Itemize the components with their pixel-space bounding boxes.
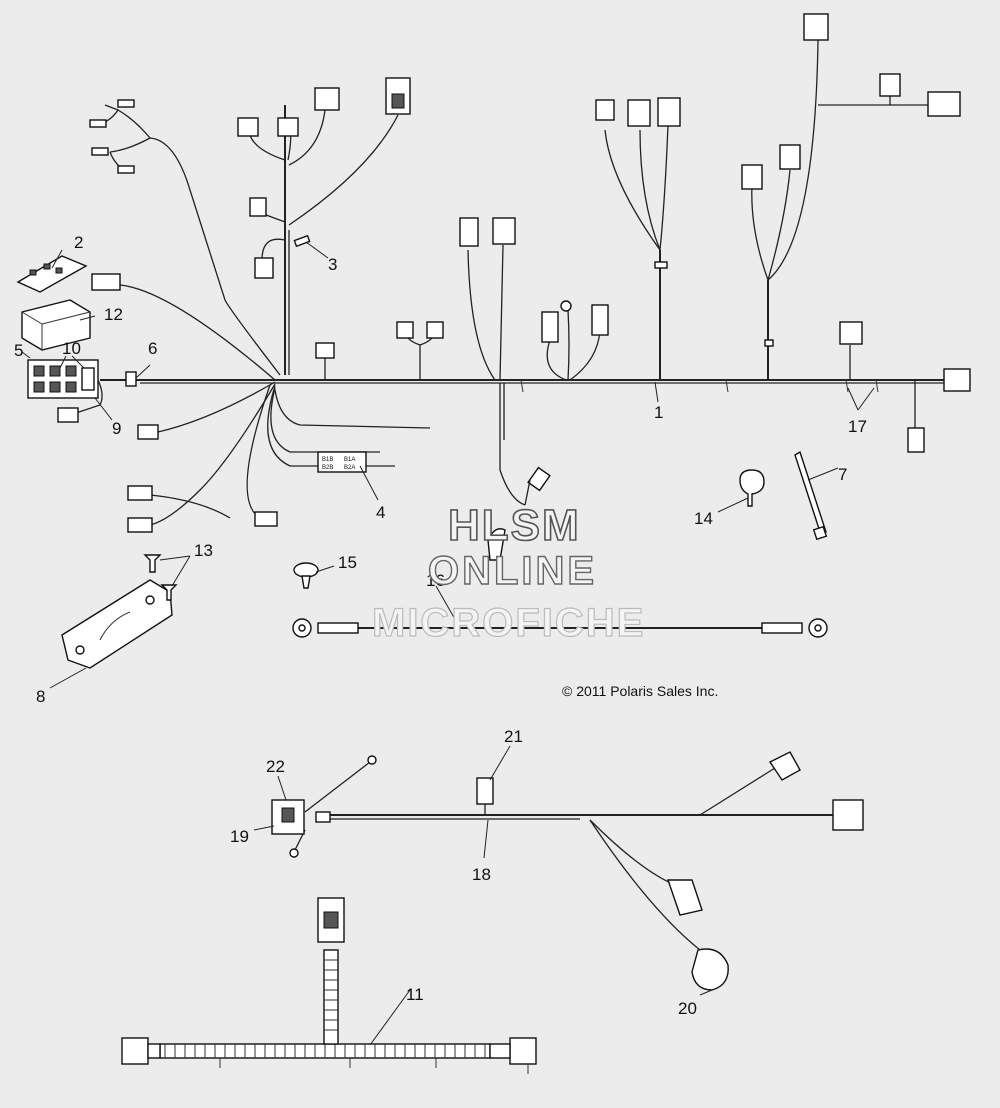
callout-numbers: 1 2 3 4 5 6 7 8 9 10 11 12 13 14 15 16 1…	[14, 233, 867, 1018]
callout-11: 11	[406, 985, 424, 1004]
callout-2: 2	[74, 233, 83, 252]
main-harness	[97, 39, 960, 526]
callout-5: 5	[14, 341, 23, 360]
splice-label-b1a: B1A	[344, 457, 355, 463]
clip-14	[739, 469, 765, 507]
watermark-microfiche: MICROFICHE	[372, 601, 645, 645]
callout-17: 17	[848, 417, 867, 436]
conduit-harness-11	[121, 897, 537, 1074]
callout-21: 21	[504, 727, 523, 746]
callout-8: 8	[36, 687, 45, 706]
callout-6: 6	[148, 339, 157, 358]
callout-12: 12	[104, 305, 123, 324]
splice-label-b2b: B2B	[322, 465, 333, 471]
sub-harness-18	[271, 751, 864, 991]
splice-label-b2a: B2A	[344, 465, 355, 471]
callout-10: 10	[62, 339, 81, 358]
fuse-box-assembly	[16, 255, 137, 423]
watermark-hlsm: HLSM	[448, 501, 581, 550]
harness-connectors	[89, 13, 971, 533]
callout-18: 18	[472, 865, 491, 884]
callout-1: 1	[654, 403, 663, 422]
copyright-notice: © 2011 Polaris Sales Inc.	[562, 683, 718, 699]
watermark: HLSM ONLINE MICROFICHE	[371, 500, 645, 645]
splice-label-b1b: B1B	[322, 457, 333, 463]
callout-4: 4	[376, 503, 385, 522]
mid-drop-connector	[487, 466, 551, 561]
leader-lines	[21, 241, 875, 1046]
splice-label-4: B1B B1A B2B B2A	[317, 451, 367, 473]
callout-7: 7	[838, 465, 847, 484]
watermark-online: ONLINE	[428, 549, 597, 593]
callout-9: 9	[112, 419, 121, 438]
callout-22: 22	[266, 757, 285, 776]
callout-20: 20	[678, 999, 697, 1018]
callout-13: 13	[194, 541, 213, 560]
callout-16: 16	[426, 571, 445, 590]
pushpin-15	[293, 562, 319, 589]
tie-strap-7	[794, 450, 828, 541]
callout-14: 14	[694, 509, 713, 528]
callout-19: 19	[230, 827, 249, 846]
callout-3: 3	[328, 255, 337, 274]
callout-15: 15	[338, 553, 357, 572]
bracket-8	[61, 554, 178, 669]
ground-cable-16	[292, 618, 828, 638]
